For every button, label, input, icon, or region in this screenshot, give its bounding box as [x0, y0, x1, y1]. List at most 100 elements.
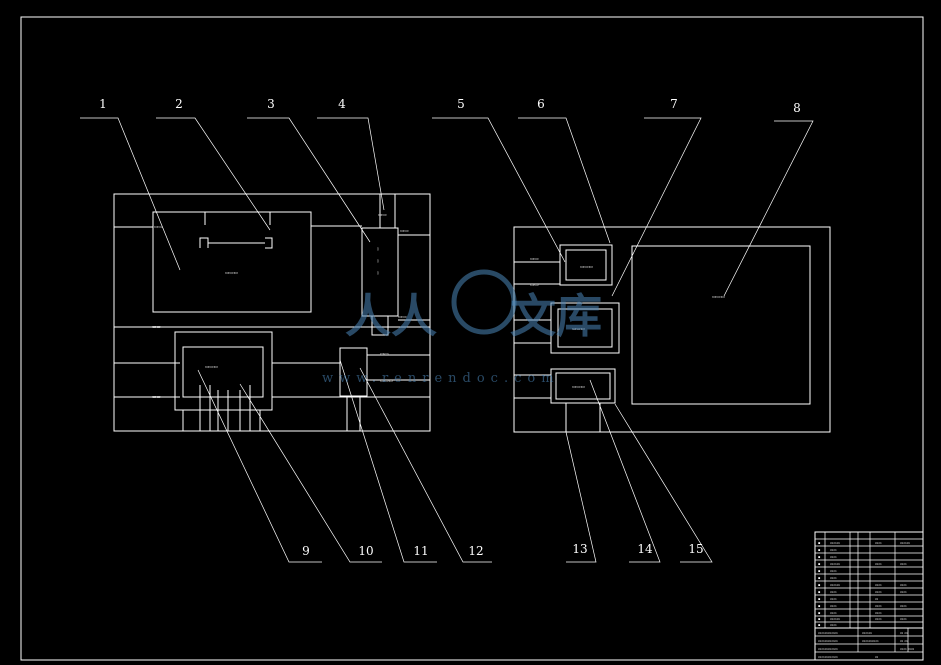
- callout-3: 3: [267, 97, 275, 111]
- callout-7: 7: [670, 97, 678, 111]
- svg-text:▭▭: ▭▭: [875, 617, 882, 621]
- svg-text:▭▭▭▭▭▭: ▭▭▭▭▭▭: [818, 639, 838, 643]
- right-panel: ▭▭▭ ▭▭▭ ▭▭▭ ▭▭▭ ▭▭ ▭▭: [513, 226, 831, 433]
- svg-text:▭▭: ▭▭: [900, 590, 907, 594]
- svg-text:▭▭: ▭▭: [830, 590, 837, 594]
- svg-text:▭▭▭: ▭▭▭: [900, 541, 910, 545]
- svg-text:▭▭▭: ▭▭▭: [862, 631, 872, 635]
- svg-text:▭▭: ▭▭: [398, 315, 407, 320]
- svg-text:▭▭: ▭▭: [830, 623, 837, 627]
- svg-text:▭▭: ▭▭: [830, 611, 837, 615]
- svg-text:▪: ▪: [818, 617, 821, 621]
- left-box-9: [174, 331, 273, 411]
- callout-1: 1: [99, 97, 107, 111]
- svg-text:▭▭: ▭▭: [152, 395, 161, 400]
- svg-text:▪: ▪: [818, 597, 821, 601]
- callout-5: 5: [457, 97, 465, 111]
- svg-text:▭▭▭: ▭▭▭: [572, 327, 585, 332]
- svg-text:▭▭: ▭▭: [378, 213, 387, 218]
- svg-text:▭▭: ▭▭: [875, 604, 882, 608]
- svg-text:▭▭: ▭▭: [900, 604, 907, 608]
- svg-text:▭ ▭: ▭ ▭: [900, 639, 908, 643]
- svg-text:▭▭: ▭▭: [875, 611, 882, 615]
- callout-15: 15: [688, 542, 703, 556]
- watermark: 人人 文库 www.renrendoc.com: [322, 269, 602, 386]
- svg-text:▪: ▪: [818, 541, 821, 545]
- callout-11: 11: [413, 544, 428, 558]
- callout-4: 4: [338, 97, 346, 111]
- svg-text:▪: ▪: [818, 548, 821, 552]
- callout-10: 10: [358, 544, 373, 558]
- svg-text:▭▭▭: ▭▭▭: [830, 562, 840, 566]
- svg-text:▭▭▭: ▭▭▭: [830, 583, 840, 587]
- svg-text:人人: 人人: [345, 289, 437, 343]
- svg-text:▭▭: ▭▭: [830, 604, 837, 608]
- svg-text:▭▭▭: ▭▭▭: [830, 617, 840, 621]
- svg-text:▭ ▭: ▭ ▭: [900, 631, 908, 635]
- svg-text:▪: ▪: [818, 590, 821, 594]
- outer-frame: [20, 16, 924, 661]
- right-box-14: [550, 368, 616, 404]
- svg-text:▭▭: ▭▭: [900, 583, 907, 587]
- svg-text:▭▭: ▭▭: [530, 283, 539, 288]
- svg-text:▭▭: ▭▭: [875, 541, 882, 545]
- callout-14: 14: [637, 542, 653, 556]
- svg-text:▯: ▯: [377, 247, 379, 251]
- svg-text:▭▭: ▭▭: [900, 617, 907, 621]
- svg-text:▭▭: ▭▭: [830, 548, 837, 552]
- right-inner-14: [555, 372, 611, 400]
- title-block: ▪▭▭▭▭▭▭▭▭ ▪▭▭ ▪▭▭ ▪▭▭▭▭▭▭▭ ▪▭▭ ▪▭▭ ▪▭▭▭▭…: [814, 531, 924, 661]
- svg-text:▭▭▭: ▭▭▭: [380, 379, 393, 384]
- svg-text:▪: ▪: [818, 623, 821, 627]
- callout-2: 2: [175, 97, 183, 111]
- left-panel: ▭▭▭ ▭▭▭ ▭▭ ▭▭ ▭▭ ▭▭ ▭▭ ▭▭ ▭▭ ▭▭▭ ▯ ▯ ▯: [113, 193, 431, 432]
- svg-text:▭▭: ▭▭: [875, 590, 882, 594]
- svg-text:▭▭ ▭▭: ▭▭ ▭▭: [900, 647, 914, 651]
- svg-text:▭▭: ▭▭: [875, 562, 882, 566]
- svg-text:▭▭: ▭▭: [830, 569, 837, 573]
- watermark-url: www.renrendoc.com: [322, 371, 560, 386]
- svg-text:▪: ▪: [818, 611, 821, 615]
- svg-text:▭▭: ▭▭: [875, 583, 882, 587]
- callout-13: 13: [572, 542, 587, 556]
- right-box-7: [550, 302, 620, 354]
- left-inner-box: [182, 346, 264, 398]
- callout-6: 6: [537, 97, 545, 111]
- right-box-8: [631, 245, 811, 405]
- right-box-6: [559, 244, 613, 286]
- svg-text:▭▭: ▭▭: [530, 257, 539, 262]
- svg-text:▭▭: ▭▭: [830, 576, 837, 580]
- svg-text:▭▭▭▭▭▭: ▭▭▭▭▭▭: [818, 655, 838, 659]
- svg-text:▪: ▪: [818, 604, 821, 608]
- right-enclosure: [513, 226, 831, 433]
- right-inner-7: [557, 308, 613, 348]
- svg-text:▭: ▭: [875, 597, 878, 601]
- svg-text:▭▭▭: ▭▭▭: [205, 365, 218, 370]
- leader-lines: [80, 117, 814, 563]
- left-box-1: [152, 211, 312, 313]
- callout-8: 8: [793, 101, 801, 115]
- svg-text:▪: ▪: [818, 569, 821, 573]
- svg-text:▭▭▭▭▭▭: ▭▭▭▭▭▭: [818, 631, 838, 635]
- svg-text:▪: ▪: [818, 576, 821, 580]
- svg-text:文库: 文库: [510, 289, 602, 343]
- svg-text:▪: ▪: [818, 583, 821, 587]
- right-inner-6: [565, 249, 607, 281]
- callout-numbers: 1 2 3 4 5 6 7 8 9 10 11 12 13 14 15: [99, 97, 801, 558]
- svg-text:▪: ▪: [818, 562, 821, 566]
- svg-text:▯: ▯: [377, 259, 379, 263]
- svg-text:▭▭: ▭▭: [830, 597, 837, 601]
- svg-text:▭▭: ▭▭: [380, 352, 389, 357]
- left-enclosure: [113, 193, 431, 432]
- svg-text:▭▭: ▭▭: [830, 555, 837, 559]
- svg-text:▭▭▭▭▭▭: ▭▭▭▭▭▭: [818, 647, 838, 651]
- left-box-11: [339, 347, 368, 397]
- svg-text:▭▭▭: ▭▭▭: [225, 271, 238, 276]
- svg-text:▭▭▭: ▭▭▭: [712, 295, 725, 300]
- callout-9: 9: [302, 544, 310, 558]
- svg-text:▭▭: ▭▭: [152, 325, 161, 330]
- svg-text:▯: ▯: [377, 271, 379, 275]
- svg-text:▭▭▭: ▭▭▭: [830, 541, 840, 545]
- svg-text:▪: ▪: [818, 555, 821, 559]
